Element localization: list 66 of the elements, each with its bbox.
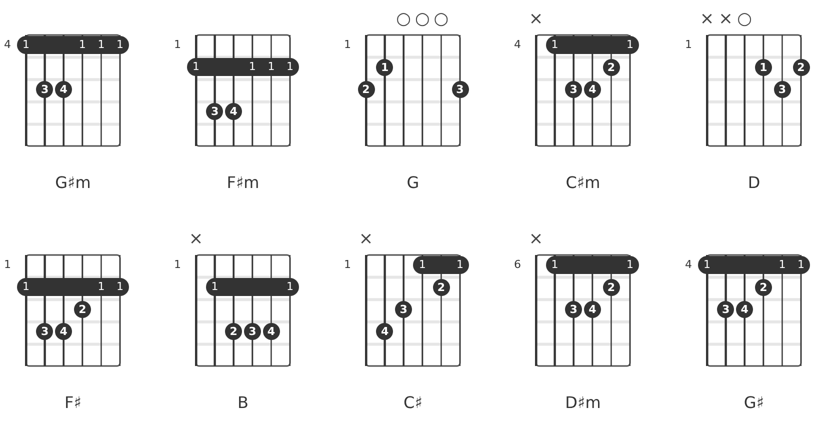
string-marker: × xyxy=(528,10,544,28)
chord-name: G♯ xyxy=(742,393,766,412)
fret-number: 6 xyxy=(514,258,521,271)
finger-dot: 3 xyxy=(395,301,412,318)
finger-dot: 4 xyxy=(376,323,394,340)
finger-dot: 2 xyxy=(602,278,620,296)
finger-dot: 2 xyxy=(602,58,620,76)
chord-name: G♯m xyxy=(54,173,92,192)
finger-dot: 2 xyxy=(432,278,450,296)
finger-dot: 3 xyxy=(452,81,468,98)
finger-dot: 3 xyxy=(774,81,791,98)
finger-dot: 2 xyxy=(74,301,91,318)
finger-dot: 4 xyxy=(262,323,280,340)
fret-number: 1 xyxy=(4,258,11,271)
string-marker: × xyxy=(528,230,544,248)
chord-name: B xyxy=(236,393,250,412)
finger-dot: 2 xyxy=(358,81,374,98)
fret-number: 1 xyxy=(174,38,181,51)
fret-number: 1 xyxy=(174,258,181,271)
finger-dot: 3 xyxy=(717,301,734,318)
chord-name: F♯m xyxy=(226,173,260,192)
finger-dot: 4 xyxy=(55,81,72,98)
chord-name: G xyxy=(406,173,420,192)
string-marker: × xyxy=(188,230,204,248)
finger-dot: 3 xyxy=(565,301,582,318)
fret-number: 4 xyxy=(685,258,692,271)
finger-dot: 3 xyxy=(206,103,224,120)
chord-name: D xyxy=(746,173,762,192)
finger-dot: 3 xyxy=(36,323,54,340)
finger-dot: 3 xyxy=(244,323,261,340)
fret-number: 4 xyxy=(4,38,11,51)
string-marker: ○ xyxy=(432,10,450,28)
barre-bar: 1 1 xyxy=(546,36,639,54)
barre-bar: 1 1 xyxy=(206,278,299,296)
barre-bar: 1 1 1 xyxy=(698,256,810,274)
string-marker: × xyxy=(358,230,374,248)
barre-bar: 1 1 1 xyxy=(17,278,129,296)
finger-dot: 4 xyxy=(584,81,601,98)
finger-dot: 4 xyxy=(736,301,754,318)
string-marker: × xyxy=(698,10,716,28)
barre-bar: 1 1 1 1 xyxy=(17,36,129,54)
fret-number: 1 xyxy=(685,38,692,51)
fret-number: 1 xyxy=(344,258,351,271)
finger-dot: 2 xyxy=(792,58,810,76)
finger-dot: 3 xyxy=(36,81,54,98)
finger-dot: 2 xyxy=(754,278,772,296)
finger-dot: 4 xyxy=(55,323,72,340)
string-marker: ○ xyxy=(736,10,754,28)
barre-bar: 1 1 xyxy=(413,256,469,274)
chord-name: F♯ xyxy=(64,393,82,412)
fret-number: 4 xyxy=(514,38,521,51)
fret-number: 1 xyxy=(344,38,351,51)
barre-bar: 1 1 xyxy=(546,256,639,274)
finger-dot: 4 xyxy=(225,103,242,120)
finger-dot: 1 xyxy=(376,58,394,76)
chord-name: C♯ xyxy=(402,393,424,412)
chord-name: C♯m xyxy=(564,173,602,192)
string-marker: ○ xyxy=(395,10,412,28)
chord-name: D♯m xyxy=(564,393,602,412)
finger-dot: 1 xyxy=(754,58,772,76)
barre-bar: 1 1 1 1 xyxy=(187,58,299,76)
finger-dot: 2 xyxy=(225,323,242,340)
finger-dot: 4 xyxy=(584,301,601,318)
finger-dot: 3 xyxy=(565,81,582,98)
string-marker: × xyxy=(718,10,734,28)
string-marker: ○ xyxy=(414,10,431,28)
